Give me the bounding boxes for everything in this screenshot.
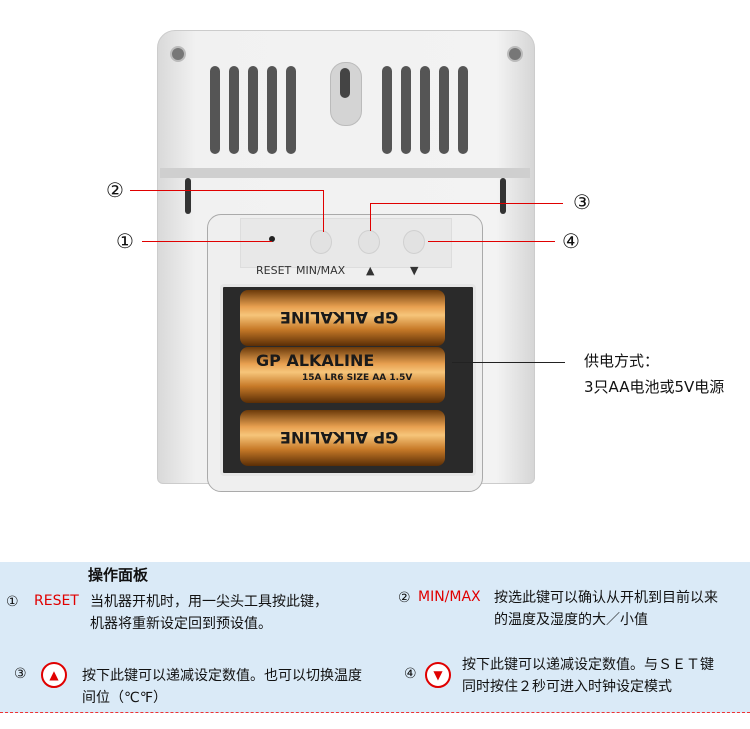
vent bbox=[401, 66, 411, 154]
vent bbox=[382, 66, 392, 154]
battery-brand: GP bbox=[373, 428, 399, 447]
ledge bbox=[160, 168, 530, 178]
callout-3: ③ bbox=[573, 190, 591, 214]
down-button[interactable] bbox=[403, 230, 425, 254]
up-label: ▲ bbox=[366, 264, 375, 277]
leader-line bbox=[370, 203, 563, 204]
operation-panel bbox=[0, 562, 750, 713]
item-3-text: 按下此键可以递减设定数值。也可以切换温度 bbox=[82, 668, 362, 684]
down-arrow-icon: ▼ bbox=[425, 662, 451, 688]
item-4-num: ④ bbox=[404, 666, 417, 682]
minmax-label: MIN/MAX bbox=[296, 264, 346, 277]
item-4-text: 同时按住２秒可进入时钟设定模式 bbox=[462, 679, 672, 695]
up-arrow-icon: ▲ bbox=[41, 662, 67, 688]
item-1-num: ① bbox=[6, 594, 19, 610]
battery: GP ALKALINE bbox=[240, 290, 445, 346]
battery-spec: 15A LR6 SIZE AA 1.5V bbox=[302, 373, 413, 383]
reset-label: RESET bbox=[256, 264, 292, 277]
item-1-key: RESET bbox=[34, 593, 79, 609]
callout-1: ① bbox=[116, 229, 134, 253]
hanging-hole bbox=[340, 68, 350, 98]
down-label: ▼ bbox=[410, 264, 419, 277]
leader-line bbox=[428, 241, 555, 242]
callout-2: ② bbox=[106, 178, 124, 202]
vent bbox=[439, 66, 449, 154]
callout-4: ④ bbox=[562, 229, 580, 253]
item-1-text: 当机器开机时，用一尖头工具按此键， bbox=[90, 594, 328, 610]
vent bbox=[420, 66, 430, 154]
leader-line bbox=[130, 190, 324, 191]
slot bbox=[185, 178, 191, 214]
item-2-num: ② bbox=[398, 590, 411, 606]
battery-type: ALKALINE bbox=[280, 308, 368, 327]
vent bbox=[458, 66, 468, 154]
item-2-text: 的温度及湿度的大／小值 bbox=[494, 612, 648, 628]
panel-title: 操作面板 bbox=[88, 566, 149, 584]
item-3-text: 间位（℃℉） bbox=[82, 690, 168, 706]
battery: GP ALKALINE 15A LR6 SIZE AA 1.5V bbox=[240, 347, 445, 403]
leader-line bbox=[142, 241, 272, 242]
vent bbox=[286, 66, 296, 154]
up-button[interactable] bbox=[358, 230, 380, 254]
power-desc: 3只AA电池或5V电源 bbox=[584, 378, 725, 396]
leader-line bbox=[370, 203, 371, 231]
vent bbox=[229, 66, 239, 154]
battery-type: ALKALINE bbox=[286, 351, 375, 370]
item-2-text: 按选此键可以确认从开机到目前以来 bbox=[494, 590, 718, 606]
leader-line bbox=[323, 190, 324, 232]
item-2-key: MIN/MAX bbox=[418, 589, 481, 605]
item-4-text: 按下此键可以递减设定数值。与ＳＥＴ键 bbox=[462, 657, 714, 673]
leader-line bbox=[452, 362, 565, 363]
reset-button[interactable] bbox=[269, 236, 275, 242]
vent bbox=[267, 66, 277, 154]
battery-brand: GP bbox=[256, 351, 281, 370]
slot bbox=[500, 178, 506, 214]
battery-brand: GP bbox=[373, 308, 399, 327]
battery-type: ALKALINE bbox=[280, 428, 368, 447]
vent bbox=[248, 66, 258, 154]
screw-icon bbox=[507, 46, 523, 62]
item-1-text: 机器将重新设定回到预设值。 bbox=[90, 616, 272, 632]
item-3-num: ③ bbox=[14, 666, 27, 682]
screw-icon bbox=[170, 46, 186, 62]
vent bbox=[210, 66, 220, 154]
power-title: 供电方式： bbox=[584, 352, 660, 370]
battery: GP ALKALINE bbox=[240, 410, 445, 466]
minmax-button[interactable] bbox=[310, 230, 332, 254]
